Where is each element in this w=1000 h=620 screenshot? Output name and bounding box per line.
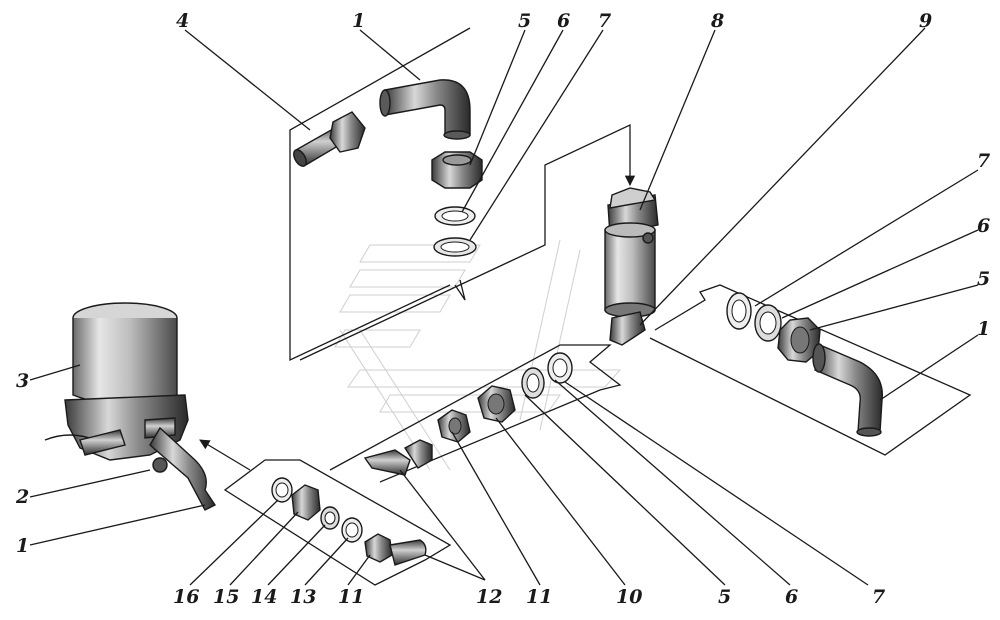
part-fitting-11-bottom — [364, 533, 427, 566]
part-nut-5-top — [431, 151, 483, 189]
callout-bottom-13: 13 — [290, 586, 316, 608]
callout-top-6: 6 — [557, 10, 570, 32]
group-bottom-middle-fittings — [329, 344, 622, 483]
part-hose-fitting-4 — [293, 111, 366, 167]
background-watermark — [334, 239, 622, 471]
callout-bottom-16: 16 — [173, 586, 199, 608]
part-separator-8 — [604, 187, 659, 346]
group-upper-left-fittings — [289, 27, 636, 362]
callout-bottom-11a: 11 — [338, 586, 364, 608]
callout-top-1: 1 — [352, 10, 365, 32]
callout-right-7: 7 — [977, 150, 990, 172]
leader-lines — [29, 27, 979, 586]
callout-top-5: 5 — [518, 10, 531, 32]
callout-bottom-15: 15 — [213, 586, 239, 608]
group-outline-right — [649, 284, 972, 456]
callout-right-5: 5 — [977, 268, 990, 290]
callout-top-9: 9 — [919, 10, 932, 32]
part-elbow-1-left — [149, 426, 217, 511]
part-elbow-1-right — [812, 343, 884, 437]
part-nut-15 — [291, 484, 321, 521]
callout-left-2: 2 — [15, 486, 29, 508]
part-hose-12 — [363, 439, 433, 476]
callout-top-8: 8 — [710, 10, 724, 32]
assembly-arrow-to-separator — [299, 123, 636, 361]
callout-bottom-11b: 11 — [526, 586, 552, 608]
callout-top-4: 4 — [176, 10, 189, 32]
callout-bottom-5: 5 — [718, 586, 731, 608]
part-air-dryer-3 — [44, 302, 217, 511]
callout-bottom-10: 10 — [616, 586, 642, 608]
callout-bottom-7: 7 — [872, 586, 885, 608]
callout-right-1: 1 — [977, 318, 990, 340]
callout-right-6: 6 — [977, 215, 990, 237]
group-outline-bottom-left — [223, 459, 452, 586]
callout-left-1: 1 — [16, 535, 29, 557]
group-right-fittings — [649, 284, 972, 456]
part-elbow-1-top — [379, 79, 471, 140]
callout-labels: 4 1 5 6 7 8 9 7 6 5 1 3 2 1 16 15 14 13 … — [15, 10, 990, 608]
group-outline-notch — [454, 279, 466, 301]
group-outline-upper-left — [289, 27, 471, 362]
group-outline-bottom-middle — [329, 344, 622, 483]
callout-bottom-6: 6 — [785, 586, 798, 608]
callout-bottom-14: 14 — [251, 586, 277, 608]
callout-top-7: 7 — [598, 10, 611, 32]
assembly-arrow-to-dryer — [199, 439, 251, 471]
callout-left-3: 3 — [16, 370, 29, 392]
callout-bottom-12: 12 — [476, 586, 502, 608]
group-bottom-left-fittings — [199, 439, 452, 586]
